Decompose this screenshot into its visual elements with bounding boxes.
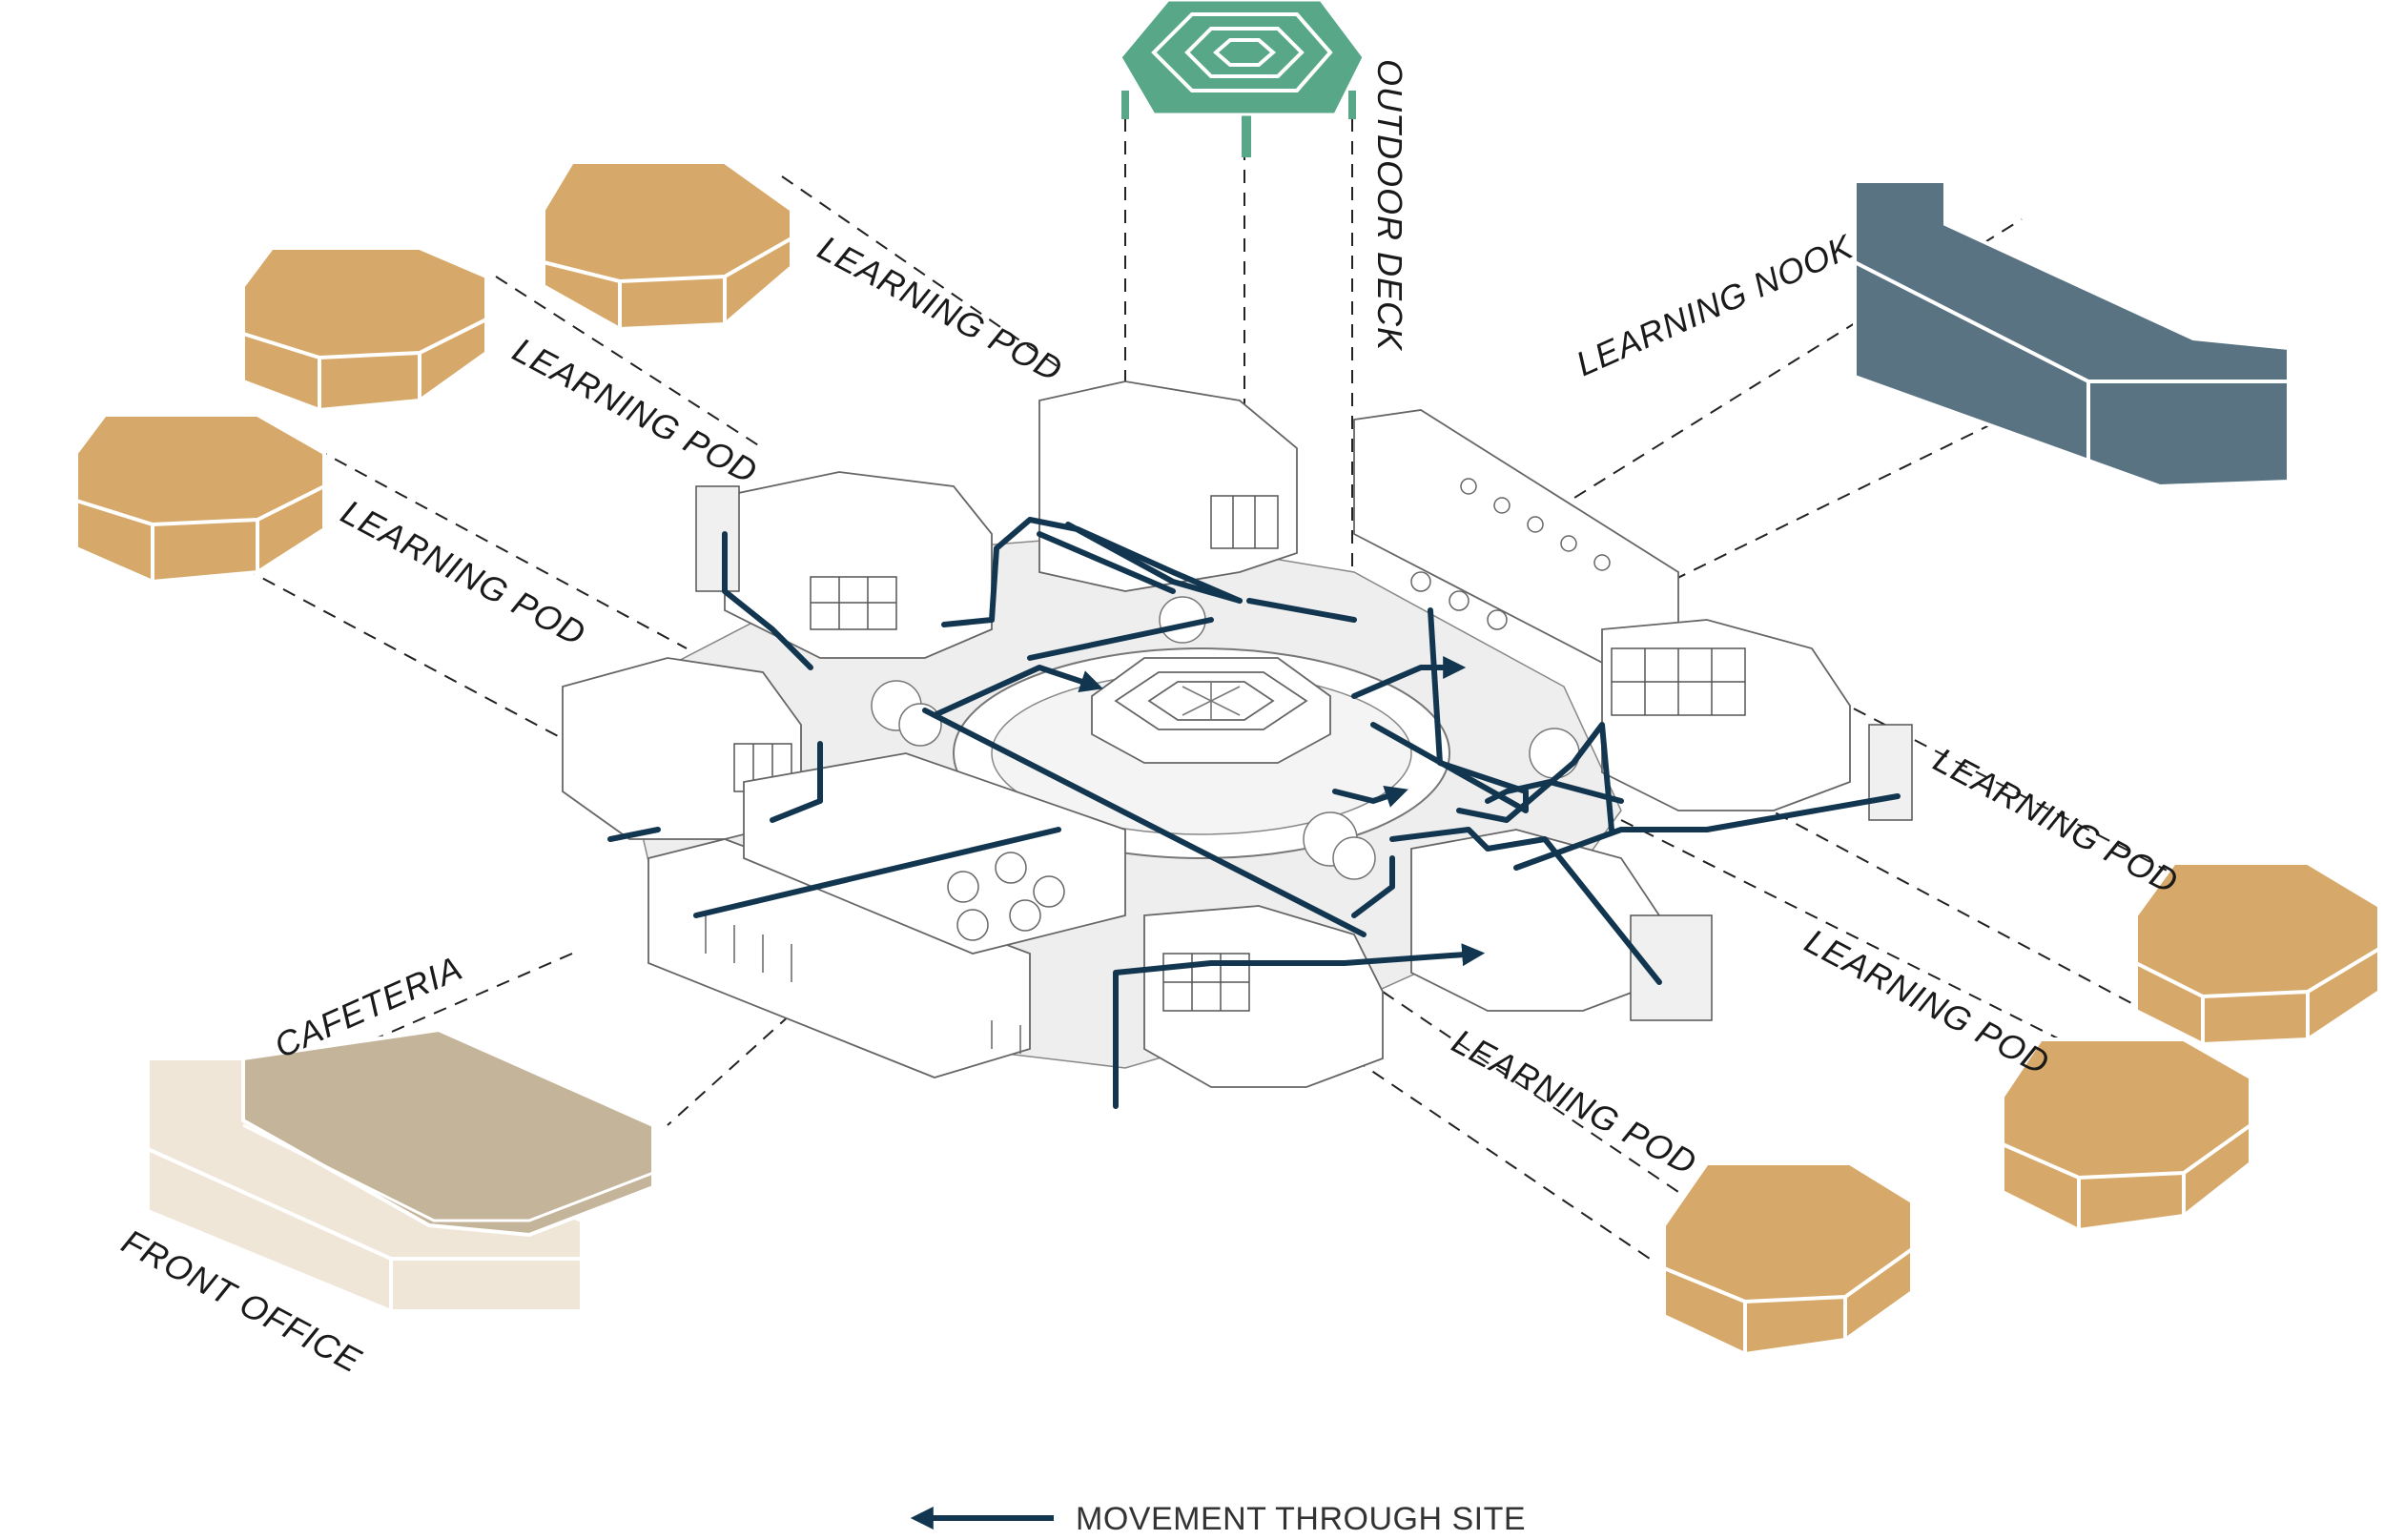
outdoor-deck-block [1119, 0, 1366, 157]
label-learning-pod-2: LEARNING POD [506, 330, 764, 492]
site-plan-drawing [562, 380, 1913, 1088]
label-outdoor-deck: OUTDOOR DECK [1370, 59, 1409, 352]
label-learning-pod-6: LEARNING POD [1446, 1021, 1703, 1183]
label-learning-pod-4: LEARNING POD [1927, 740, 2185, 902]
movement-paths [607, 517, 1901, 1109]
learning-pod-block-3 [74, 413, 326, 585]
label-learning-nook: LEARNING NOOK [1571, 226, 1860, 383]
legend-label: MOVEMENT THROUGH SITE [1076, 1501, 1526, 1537]
learning-pod-block-1 [542, 160, 793, 332]
learning-nook-block [1853, 179, 2291, 489]
label-learning-pod-5: LEARNING POD [1798, 921, 2056, 1083]
learning-pod-block-5 [2001, 1037, 2252, 1233]
legend: MOVEMENT THROUGH SITE [910, 1501, 1526, 1537]
learning-pod-block-4 [2134, 861, 2381, 1047]
label-learning-pod-3: LEARNING POD [335, 492, 592, 654]
central-deck-model [1091, 657, 1331, 764]
cafeteria-block [241, 1027, 655, 1238]
label-learning-pod-1: LEARNING POD [812, 228, 1069, 390]
learning-pod-block-6 [1662, 1161, 1914, 1357]
learning-pod-block-2 [241, 246, 488, 413]
